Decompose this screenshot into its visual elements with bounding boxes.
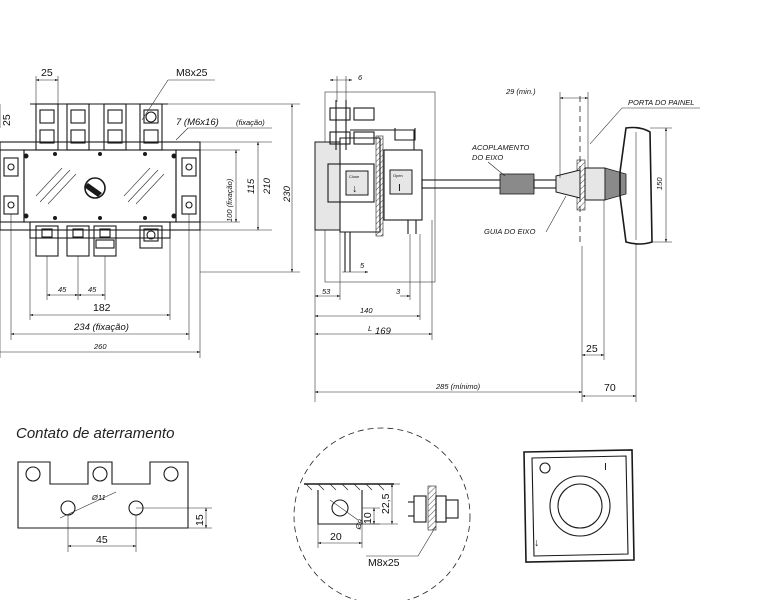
detail-circle xyxy=(293,427,471,600)
label-porta-do-painel: PORTA DO PAINEL xyxy=(628,98,694,107)
label-acoplamento: ACOPLAMENTO xyxy=(471,143,530,152)
shaft-coupling xyxy=(499,173,535,195)
detail-label-m8x25: M8x25 xyxy=(368,557,400,569)
dim-150: 150 xyxy=(655,177,664,190)
bottom-terminals xyxy=(29,221,171,257)
label-fixacao: (fixação) xyxy=(236,118,265,127)
dim-53: 53 xyxy=(322,287,331,296)
label-do-eixo: DO EIXO xyxy=(472,153,503,162)
side-view: Close ↓ Open I xyxy=(314,73,700,402)
grounding-contact: Contato de aterramento Ø11 15 45 xyxy=(16,425,212,552)
open-button[interactable] xyxy=(389,169,413,195)
dim-45-b: 45 xyxy=(88,285,97,294)
dim-45: 45 xyxy=(96,534,108,546)
dim-140: 140 xyxy=(360,306,373,315)
dim-side-25: 25 xyxy=(1,114,13,126)
dim-169-prefix: L xyxy=(368,324,372,333)
label-m8x25: M8x25 xyxy=(176,67,208,79)
dim-100-fixacao: 100 (fixação) xyxy=(225,178,234,222)
label-m6x16: 7 (M6x16) xyxy=(176,117,219,128)
shaft-guide xyxy=(555,169,581,199)
dim-230: 230 xyxy=(282,185,293,203)
dim-top-25: 25 xyxy=(41,67,53,79)
dim-20: 20 xyxy=(330,531,342,543)
label-guia-do-eixo: GUIA DO EIXO xyxy=(484,227,536,236)
dim-210: 210 xyxy=(262,177,273,195)
dim-6: 6 xyxy=(358,73,363,82)
front-dimensions xyxy=(0,76,300,358)
dim-115: 115 xyxy=(246,178,257,194)
dim-29-min: 29 (min.) xyxy=(505,87,536,96)
dim-169: 169 xyxy=(375,326,392,337)
window-hatch xyxy=(35,167,165,205)
svg-text:Open: Open xyxy=(393,173,403,178)
handle-view: O I ↓ xyxy=(523,449,635,563)
dim-15: 15 xyxy=(194,514,206,526)
rotary-handle[interactable] xyxy=(619,126,653,245)
on-symbol: I xyxy=(398,182,401,194)
down-arrow-icon: ↓ xyxy=(534,537,539,549)
detail-view: 20 10 22,5 Ø9 M8x25 xyxy=(293,427,471,600)
dim-diam-11: Ø11 xyxy=(91,493,106,502)
shaft xyxy=(421,179,503,189)
front-view: 25 25 M8x25 7 (M6x16) (fixação) 100 (fix… xyxy=(0,67,300,358)
handle-face xyxy=(531,455,629,557)
off-indicator-icon xyxy=(539,462,551,474)
grounding-contact-title: Contato de aterramento xyxy=(16,425,174,442)
operating-shaft xyxy=(84,177,106,199)
dim-285: 285 (mínimo) xyxy=(435,382,481,391)
dim-diam-9: Ø9 xyxy=(353,517,366,531)
handle-knob[interactable] xyxy=(549,475,611,537)
dim-10: 10 xyxy=(362,512,374,524)
dim-5: 5 xyxy=(360,261,365,270)
down-arrow-icon: ↓ xyxy=(352,183,357,195)
dim-260: 260 xyxy=(93,342,107,351)
dim-234: 234 (fixação) xyxy=(73,322,129,333)
on-indicator: I xyxy=(604,461,607,473)
dim-70: 70 xyxy=(604,382,616,394)
dim-182: 182 xyxy=(93,302,111,314)
dim-22-5: 22,5 xyxy=(380,493,392,514)
top-terminals xyxy=(30,103,168,151)
dim-25: 25 xyxy=(586,343,598,355)
dim-3: 3 xyxy=(396,287,401,296)
side-dimensions xyxy=(314,76,700,402)
svg-text:Close: Close xyxy=(349,174,360,179)
close-button[interactable] xyxy=(345,170,369,196)
dim-45-a: 45 xyxy=(58,285,67,294)
handle-frame xyxy=(523,449,635,563)
